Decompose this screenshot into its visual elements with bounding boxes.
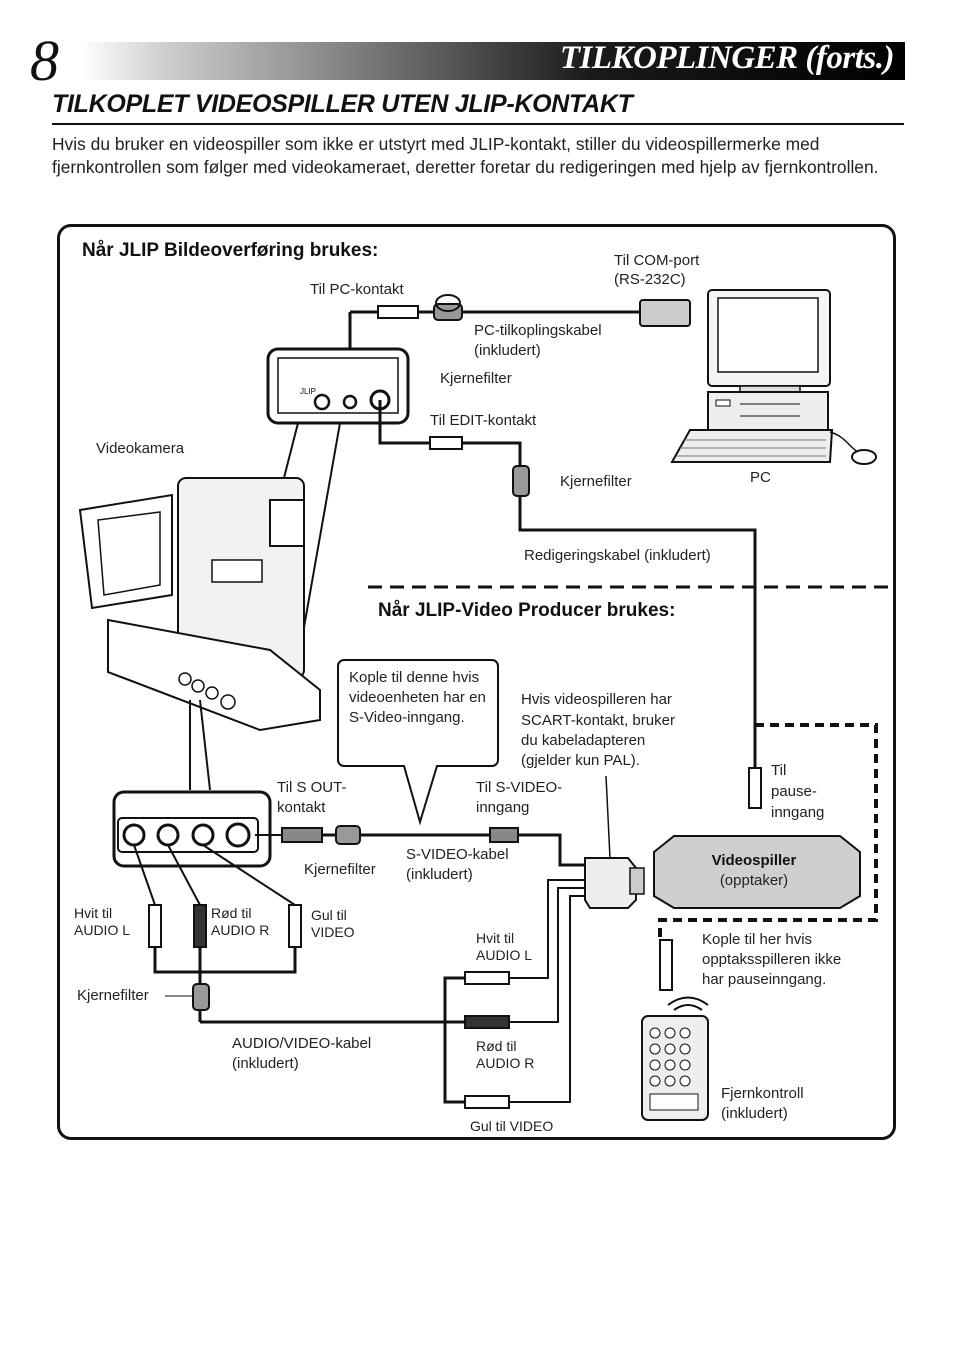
av-jack-panel: [112, 790, 272, 868]
label-s-video-in-1: Til S-VIDEO-: [476, 779, 563, 796]
pc-monitor-icon: [707, 289, 831, 395]
label-red-audio-r-2: AUDIO R: [211, 922, 270, 938]
jlip-video-heading: Når JLIP-Video Producer brukes:: [378, 600, 676, 621]
rca-plugs-left: [133, 844, 465, 1024]
label-no-pause-3: har pauseinngang.: [702, 971, 827, 988]
label-s-video-cable-2: (inkludert): [406, 866, 473, 883]
label-yellow-video-1: Gul til: [311, 907, 347, 923]
jlip-image-heading: Når JLIP Bildeoverføring brukes:: [82, 240, 379, 261]
label-white-audio-l-right-2: AUDIO L: [476, 947, 533, 963]
camcorder-icon: [78, 477, 321, 732]
label-com-port-1: Til COM-port: [614, 252, 700, 269]
label-yellow-video-single: Gul til VIDEO: [470, 1118, 554, 1134]
label-s-out-1: Til S OUT-: [277, 779, 347, 796]
label-core-filter-edit: Kjernefilter: [560, 473, 632, 490]
label-no-pause-1: Kople til her hvis: [702, 931, 813, 948]
label-pause-2: pause-: [771, 783, 817, 800]
header-bar: [80, 42, 905, 80]
label-scart-note-2: SCART-kontakt, bruker: [521, 712, 675, 729]
label-core-filter-av: Kjernefilter: [77, 987, 149, 1004]
label-white-audio-l-1: Hvit til: [74, 905, 113, 921]
label-no-pause-2: opptaksspilleren ikke: [702, 951, 842, 968]
label-red-audio-r-right-1: Rød til: [476, 1038, 517, 1054]
label-red-audio-r-right-2: AUDIO R: [476, 1055, 535, 1071]
callout-text: Kople til denne hvis videoenheten har en…: [349, 669, 486, 726]
vcr-icon: [653, 835, 861, 909]
pc-case-icon: [707, 391, 829, 431]
label-editing-cable: Redigeringskabel (inkludert): [524, 547, 711, 564]
keyboard-icon: [670, 429, 834, 463]
s-video-cable: [255, 825, 585, 867]
s-video-callout: [337, 659, 499, 826]
label-pc-connector: Til PC-kontakt: [310, 281, 404, 298]
label-s-video-in-2: inngang: [476, 799, 530, 816]
label-pc-cable-1: PC-tilkoplingskabel: [474, 322, 602, 339]
label-remote-1: Fjernkontroll: [721, 1085, 804, 1102]
label-pc: PC: [750, 469, 771, 486]
label-av-cable-1: AUDIO/VIDEO-kabel: [232, 1035, 372, 1052]
remote-control-icon: [641, 939, 709, 1121]
jlip-connector-panel: JLIP: [266, 347, 410, 425]
jlip-mark-text: JLIP: [300, 387, 316, 396]
label-pc-cable-2: (inkludert): [474, 342, 541, 359]
intro-paragraph: Hvis du bruker en videospiller som ikke …: [52, 134, 879, 177]
label-camcorder: Videokamera: [96, 440, 185, 457]
heading-rule: [52, 123, 904, 125]
label-red-audio-r-1: Rød til: [211, 905, 252, 921]
mouse-icon: [829, 431, 877, 465]
page-number: 8: [30, 28, 59, 93]
label-s-video-cable-1: S-VIDEO-kabel: [406, 846, 509, 863]
label-edit-connector: Til EDIT-kontakt: [430, 412, 537, 429]
editing-cable: [378, 400, 762, 809]
label-pause-1: Til: [771, 762, 787, 779]
page-title: TILKOPLINGER (forts.): [559, 40, 895, 76]
label-av-cable-2: (inkludert): [232, 1055, 299, 1072]
label-scart-note-3: du kabeladapteren: [521, 732, 646, 749]
label-scart-note-4: (gjelder kun PAL).: [521, 752, 640, 769]
label-s-out-2: kontakt: [277, 799, 326, 816]
label-com-port-2: (RS-232C): [614, 271, 686, 288]
label-pause-3: inngang: [771, 804, 825, 821]
section-heading: TILKOPLET VIDEOSPILLER UTEN JLIP-KONTAKT: [52, 90, 633, 118]
vcr-subtitle: (opptaker): [719, 872, 789, 889]
label-yellow-video-2: VIDEO: [311, 924, 355, 940]
label-core-filter-svideo: Kjernefilter: [304, 861, 376, 878]
label-scart-note-1: Hvis videospilleren har: [521, 691, 672, 708]
label-white-audio-l-right-1: Hvit til: [476, 930, 515, 946]
pause-dashed-line: [658, 723, 878, 940]
label-core-filter-top: Kjernefilter: [440, 370, 512, 387]
scart-adapter-icon: [584, 775, 645, 909]
rca-plugs-right: [443, 879, 585, 1109]
label-white-audio-l-2: AUDIO L: [74, 922, 131, 938]
label-remote-2: (inkludert): [721, 1105, 788, 1122]
vcr-title: Videospiller: [711, 852, 797, 869]
diagram-frame: [57, 224, 896, 1140]
